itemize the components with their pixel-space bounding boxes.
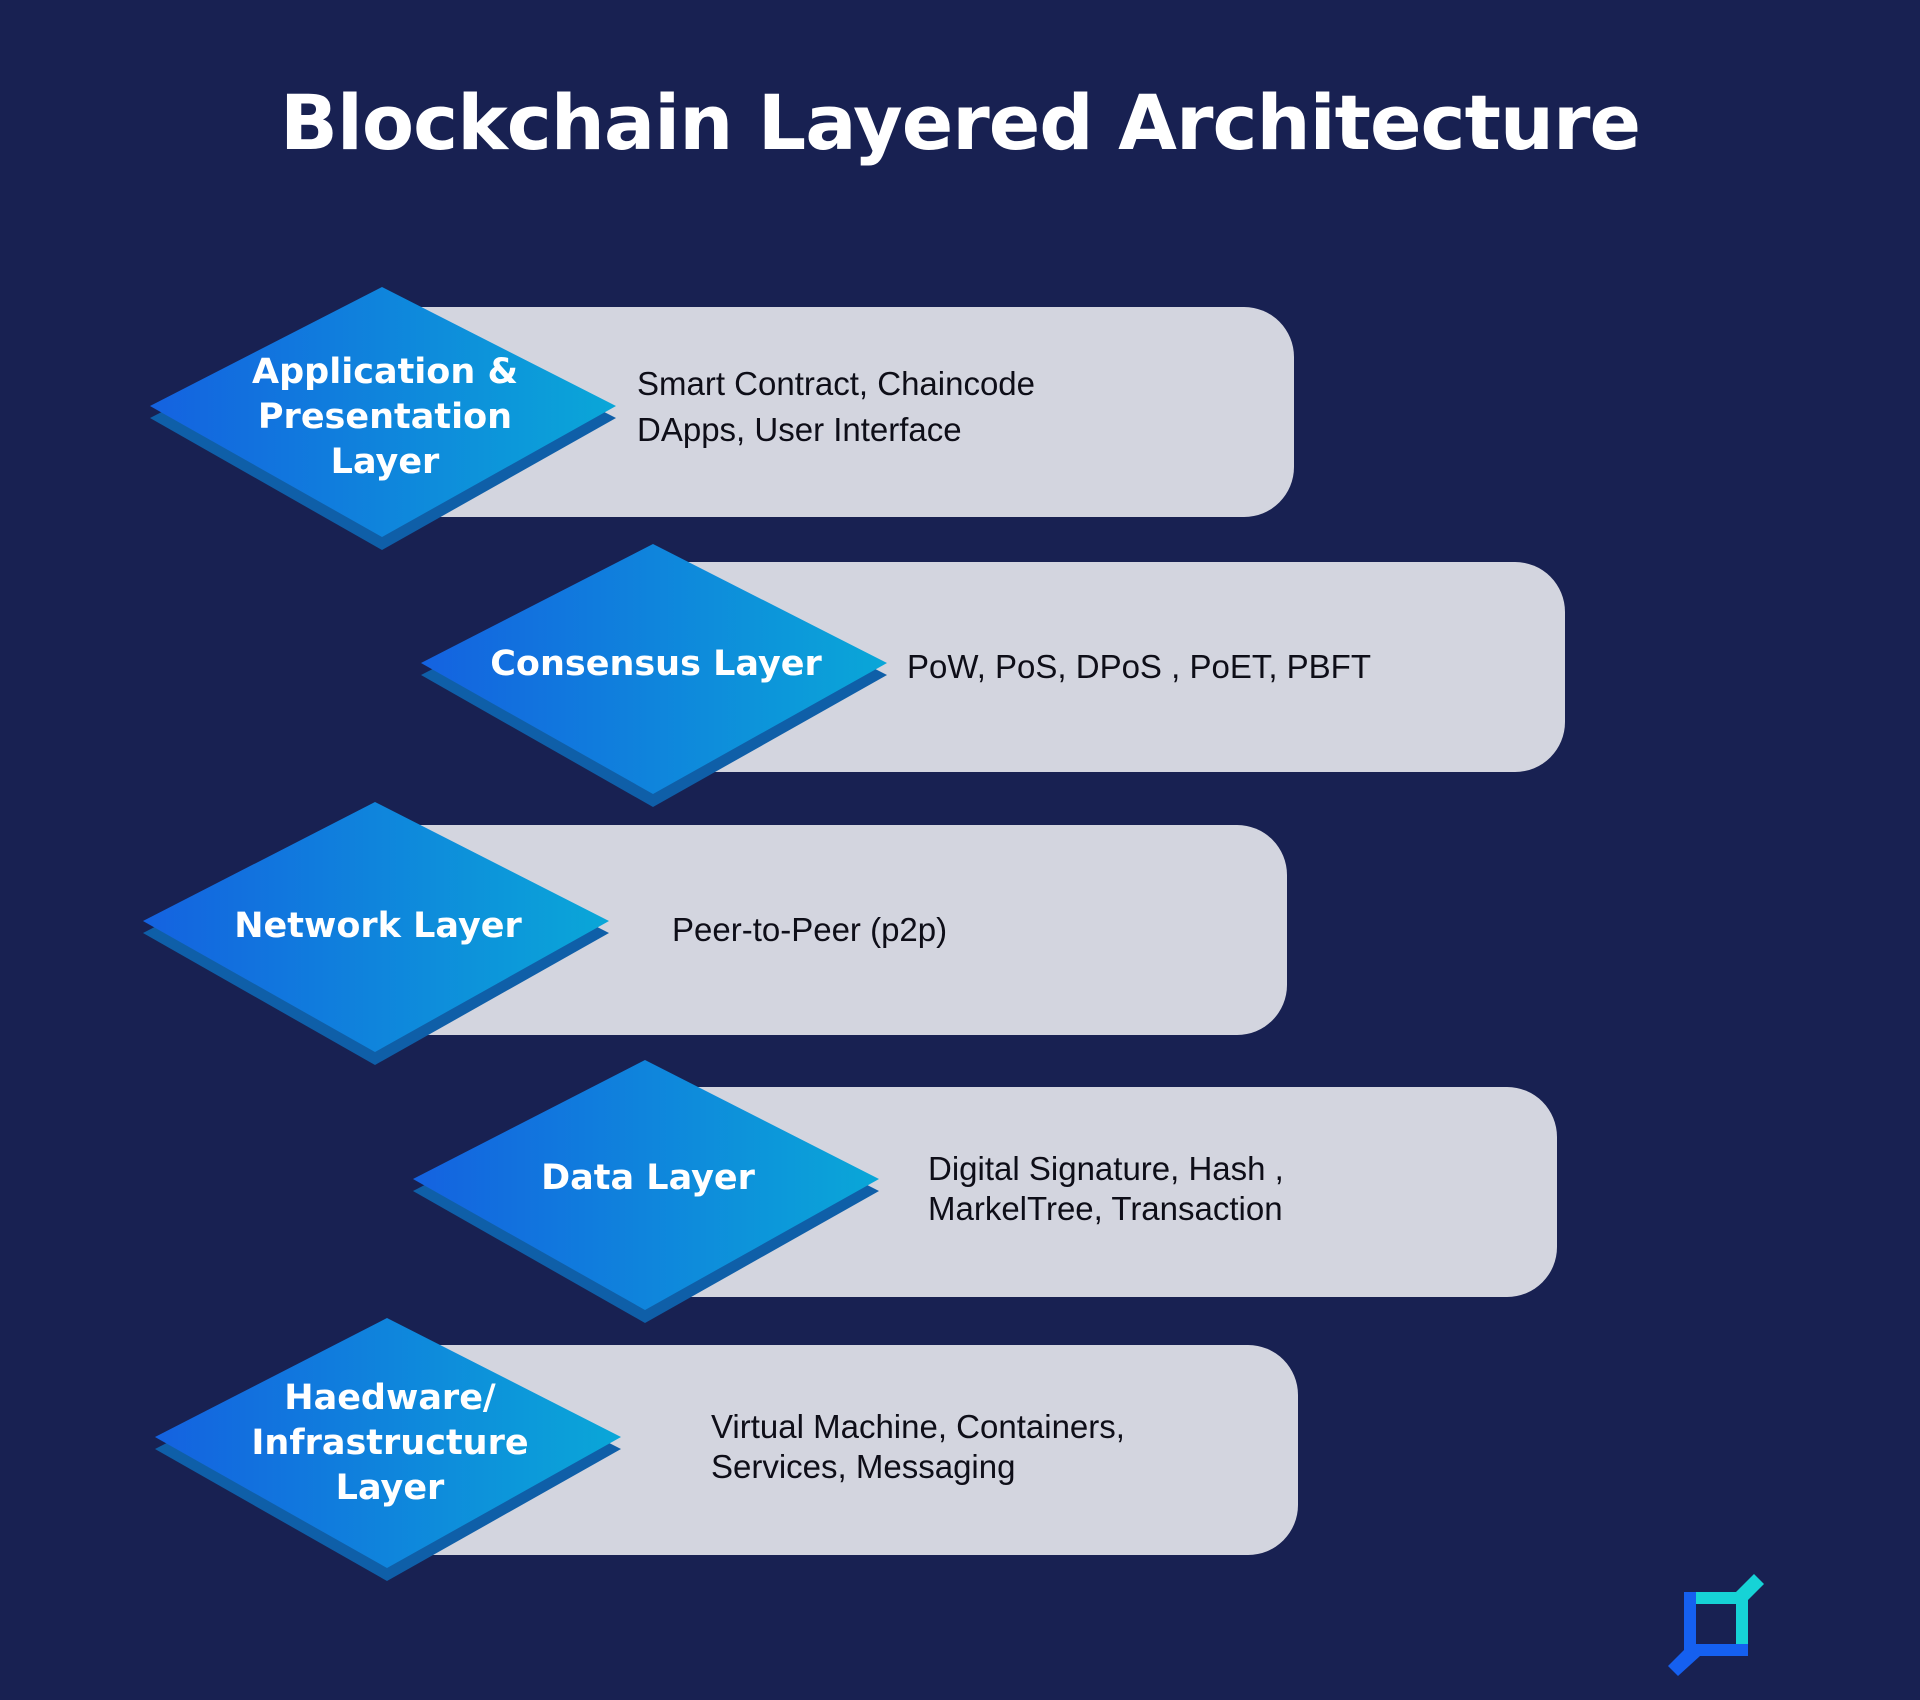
layer-name: Consensus Layer bbox=[471, 634, 841, 694]
layer-name-line: Network Layer bbox=[234, 905, 522, 946]
layer-name-line: Data Layer bbox=[541, 1157, 755, 1198]
layer-description: PoW, PoS, DPoS , PoET, PBFT bbox=[907, 644, 1371, 690]
diamond-shape bbox=[150, 287, 616, 550]
layer-description: Digital Signature, Hash , MarkelTree, Tr… bbox=[928, 1149, 1284, 1229]
layer-name-line: Infrastructure bbox=[251, 1422, 529, 1463]
layer-name-line: Presentation bbox=[257, 396, 513, 437]
layer-description-line: DApps, User Interface bbox=[637, 411, 962, 448]
layer-description: Smart Contract, Chaincode DApps, User In… bbox=[637, 361, 1035, 453]
layer-description-line: Peer-to-Peer (p2p) bbox=[672, 911, 948, 948]
brand-logo-icon bbox=[1668, 1574, 1764, 1676]
layer-description-line: MarkelTree, Transaction bbox=[928, 1190, 1283, 1227]
layer-description-line: PoW, PoS, DPoS , PoET, PBFT bbox=[907, 648, 1371, 685]
layer-name: Data Layer bbox=[463, 1148, 833, 1208]
layer-description-line: Smart Contract, Chaincode bbox=[637, 365, 1036, 402]
layer-description-line: Virtual Machine, Containers, bbox=[711, 1408, 1125, 1445]
diamond-shape bbox=[143, 802, 609, 1065]
layer-name-line: Application & bbox=[252, 351, 518, 392]
diamond-shape bbox=[413, 1060, 879, 1323]
layer-name-line: Layer bbox=[330, 441, 440, 482]
layer-name: Application & Presentation Layer bbox=[200, 347, 570, 487]
layer-name-line: Consensus Layer bbox=[490, 643, 822, 684]
diamond-shape bbox=[155, 1318, 621, 1581]
layer-description: Peer-to-Peer (p2p) bbox=[672, 907, 947, 953]
layer-name-line: Layer bbox=[335, 1467, 445, 1508]
layer-description-line: Digital Signature, Hash , bbox=[928, 1150, 1284, 1187]
layer-description-line: Services, Messaging bbox=[711, 1448, 1016, 1485]
layer-name: Network Layer bbox=[193, 896, 563, 956]
diamond-shape bbox=[421, 544, 887, 807]
layer-name-line: Haedware/ bbox=[284, 1377, 496, 1418]
page-title: Blockchain Layered Architecture bbox=[279, 78, 1641, 167]
layer-name: Haedware/ Infrastructure Layer bbox=[205, 1373, 575, 1513]
layer-description: Virtual Machine, Containers, Services, M… bbox=[711, 1407, 1125, 1487]
